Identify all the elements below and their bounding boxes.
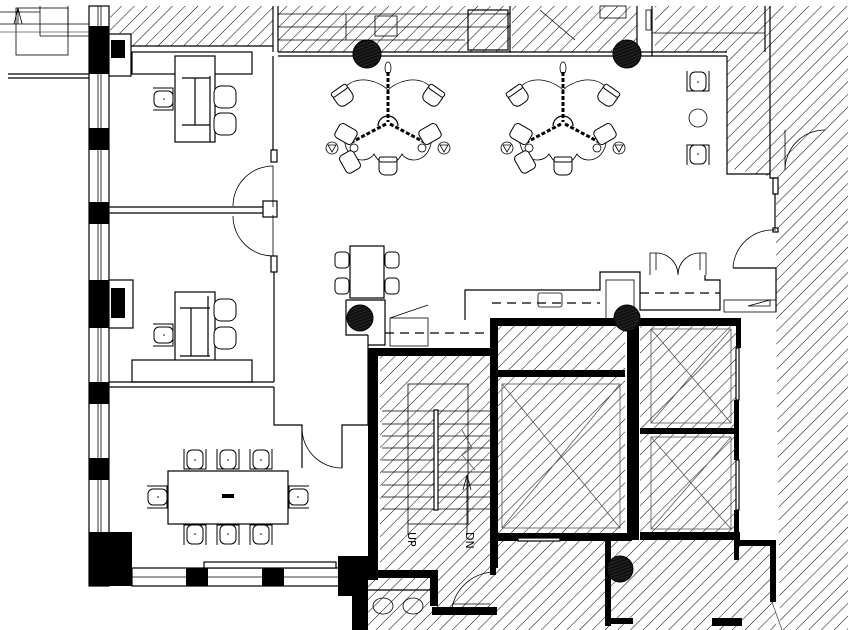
lounge-chair[interactable] xyxy=(686,70,710,92)
task-chair[interactable] xyxy=(152,323,174,347)
task-chair[interactable] xyxy=(152,87,174,111)
door-swing-restroom[interactable] xyxy=(451,571,497,609)
credenza xyxy=(131,359,253,383)
guest-chair[interactable] xyxy=(213,112,237,136)
break-line xyxy=(461,429,476,471)
stair-down-label: DN xyxy=(463,532,476,549)
south-exterior-wall xyxy=(131,556,368,596)
double-door-swing[interactable] xyxy=(655,252,701,276)
east-doors xyxy=(723,129,826,313)
north-walls xyxy=(109,5,776,179)
workstation-pod-1 xyxy=(326,62,450,175)
stair-fragment-top-left xyxy=(0,6,90,79)
private-office-2 xyxy=(108,279,274,388)
chair[interactable] xyxy=(384,277,400,295)
up-arrow-icon xyxy=(13,7,23,25)
elevator-door[interactable] xyxy=(735,347,740,401)
door-swing-east[interactable] xyxy=(784,129,826,171)
column xyxy=(352,39,382,69)
office-partition xyxy=(109,165,278,382)
guest-chair[interactable] xyxy=(213,326,237,350)
door-swing-office-1[interactable] xyxy=(232,165,274,207)
conference-chair[interactable] xyxy=(183,524,207,546)
column xyxy=(606,555,634,583)
private-office-1 xyxy=(108,33,278,163)
stair-handrail xyxy=(433,409,439,511)
elevator-1 xyxy=(501,383,621,542)
conference-chair[interactable] xyxy=(183,448,207,470)
elevator-door[interactable] xyxy=(517,537,561,542)
lounge-chair[interactable] xyxy=(686,144,710,166)
side-table xyxy=(688,108,708,128)
column xyxy=(346,304,374,332)
chair[interactable] xyxy=(384,251,400,269)
door-swing-corridor[interactable] xyxy=(732,229,777,269)
small-table xyxy=(349,245,385,299)
phone-icon xyxy=(222,494,234,498)
column xyxy=(613,304,641,332)
guest-chair[interactable] xyxy=(213,85,237,109)
chair[interactable] xyxy=(334,277,350,295)
conference-chair[interactable] xyxy=(288,485,310,509)
chair[interactable] xyxy=(334,251,350,269)
workstation-pod-2 xyxy=(501,62,625,175)
open-workspace xyxy=(326,62,710,346)
lavatory xyxy=(402,597,424,615)
conference-chair[interactable] xyxy=(146,485,168,509)
west-exterior-wall xyxy=(88,5,132,587)
elevator-2 xyxy=(650,328,740,424)
conference-chair[interactable] xyxy=(249,448,273,470)
fire-extinguisher-cabinet xyxy=(537,292,563,308)
guest-chair[interactable] xyxy=(213,298,237,322)
conference-chair[interactable] xyxy=(216,524,240,546)
conference-chair[interactable] xyxy=(216,448,240,470)
conference-room xyxy=(146,335,369,546)
elevator-door[interactable] xyxy=(735,459,740,511)
elevator-3 xyxy=(650,436,740,530)
structural-columns xyxy=(346,39,642,583)
lower-core xyxy=(352,540,783,630)
door-swing-conference[interactable] xyxy=(301,427,343,469)
door-swing-office-2[interactable] xyxy=(232,215,274,257)
lavatory xyxy=(372,597,394,615)
stairwell: UP DN xyxy=(368,318,498,580)
conference-chair[interactable] xyxy=(249,524,273,546)
stair-up-label: UP xyxy=(405,532,418,547)
column xyxy=(612,39,642,69)
arrow-icon xyxy=(462,474,472,491)
